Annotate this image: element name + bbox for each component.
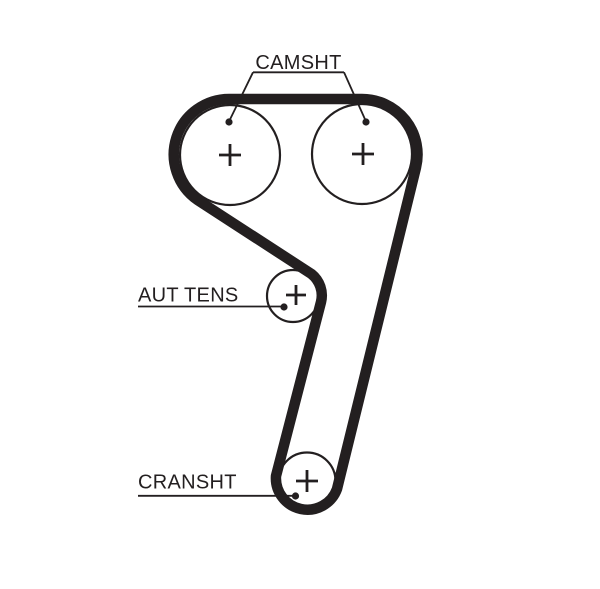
camshaft-right-leader-line bbox=[343, 71, 367, 122]
leader-dot bbox=[280, 303, 288, 311]
camshaft-left-leader-line bbox=[228, 71, 254, 122]
crankshaft-label: CRANSHT bbox=[138, 472, 237, 494]
camshaft-label: CAMSHT bbox=[255, 52, 341, 74]
center-cross-icon bbox=[286, 285, 306, 305]
center-cross-icon bbox=[352, 143, 374, 165]
leader-dot bbox=[291, 492, 300, 500]
leader-dot bbox=[225, 118, 233, 126]
timing-belt bbox=[168, 93, 423, 515]
leader-dot bbox=[362, 118, 370, 126]
center-cross-icon bbox=[219, 144, 241, 166]
camshaft-pulley-left bbox=[178, 103, 282, 207]
center-cross-icon bbox=[296, 470, 318, 492]
tensioner-label: AUT TENS bbox=[138, 285, 239, 307]
